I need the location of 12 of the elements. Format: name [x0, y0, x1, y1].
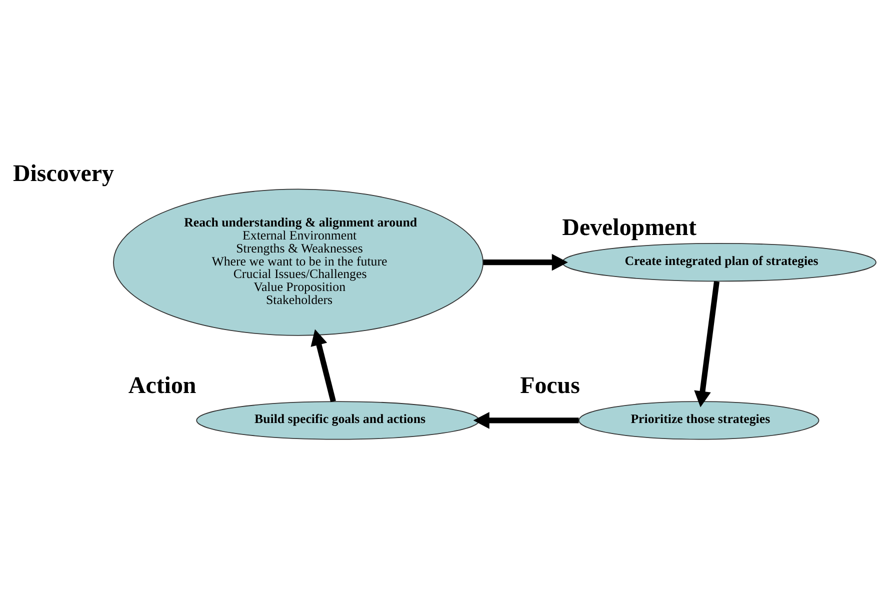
node-ellipse: Reach understanding & alignment around External Environment Strengths & Weaknesses Where we want to be in the future Crucial Issues/Challenges Value Proposition Stakeholders: [113, 188, 484, 336]
node-ellipse: Build specific goals and actions: [196, 400, 480, 440]
node-label: Discovery: [12, 160, 114, 186]
arrow: [310, 328, 336, 402]
arrow: [473, 411, 579, 428]
node-label: Development: [562, 214, 696, 240]
arrow: [694, 280, 720, 407]
arrow: [483, 253, 568, 270]
node-ellipse: Create integrated plan of strategies: [562, 242, 876, 282]
node-label: Action: [128, 372, 196, 399]
node-ellipse: Prioritize those strategies: [578, 400, 820, 440]
node-label: Focus: [520, 372, 580, 399]
